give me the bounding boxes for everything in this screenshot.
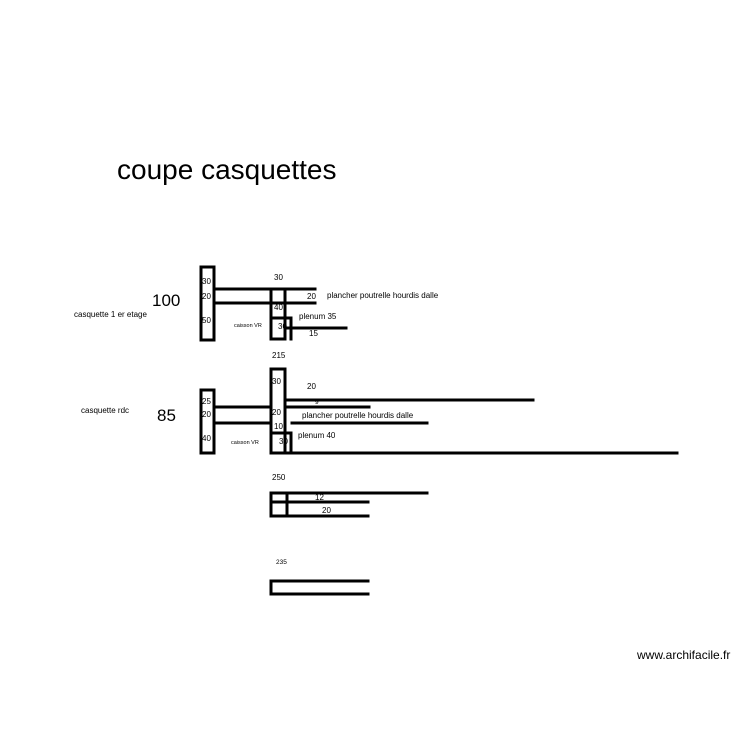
rdc-right-post	[269, 367, 287, 455]
rdc-dim-20-beam: 20	[272, 408, 281, 417]
rdc-top-dim: 215	[272, 351, 286, 360]
etage-dim-slab: 20	[307, 292, 316, 301]
rdc-caisson: caisson VR	[231, 440, 259, 446]
etage-dim-20: 20	[202, 292, 211, 301]
etage-dim-50: 50	[202, 316, 211, 325]
etage-top-dim: 30	[274, 273, 283, 282]
rdc-dim-30: 30	[272, 377, 281, 386]
etage-right-post	[269, 287, 287, 341]
rdc-height: 85	[157, 406, 176, 425]
etage-dim-15: 15	[309, 329, 318, 338]
site-credit: www.archifacile.fr	[637, 648, 731, 662]
rdc-dim-25: 25	[202, 397, 211, 406]
rdc-dim-10: 10	[274, 422, 283, 431]
etage-plenum: plenum 35	[299, 312, 337, 321]
etage-caisson: caisson VR	[234, 323, 262, 329]
etage-height: 100	[152, 291, 181, 310]
etage-label: casquette 1 er etage	[74, 310, 147, 319]
s235-top-dim: 235	[276, 559, 287, 566]
page-title: coupe casquettes	[117, 154, 337, 185]
etage-plancher: plancher poutrelle hourdis dalle	[327, 291, 439, 300]
rdc-dim-40: 40	[202, 434, 211, 443]
etage-dim-caisson: 30	[278, 322, 287, 331]
s250-top-dim: 250	[272, 473, 286, 482]
rdc-dim-9: 9	[315, 399, 319, 406]
s250-dim-20: 20	[322, 506, 331, 515]
etage-dim-40: 40	[274, 303, 283, 312]
rdc-dim-caisson: 30	[279, 437, 288, 446]
rdc-dim-20: 20	[202, 410, 211, 419]
rdc-plenum: plenum 40	[298, 431, 336, 440]
rdc-dim-20-slab: 20	[307, 382, 316, 391]
etage-dim-30: 30	[202, 277, 211, 286]
rdc-label: casquette rdc	[81, 406, 130, 415]
rdc-plancher: plancher poutrelle hourdis dalle	[302, 411, 414, 420]
s250-dim-12: 12	[315, 493, 324, 502]
